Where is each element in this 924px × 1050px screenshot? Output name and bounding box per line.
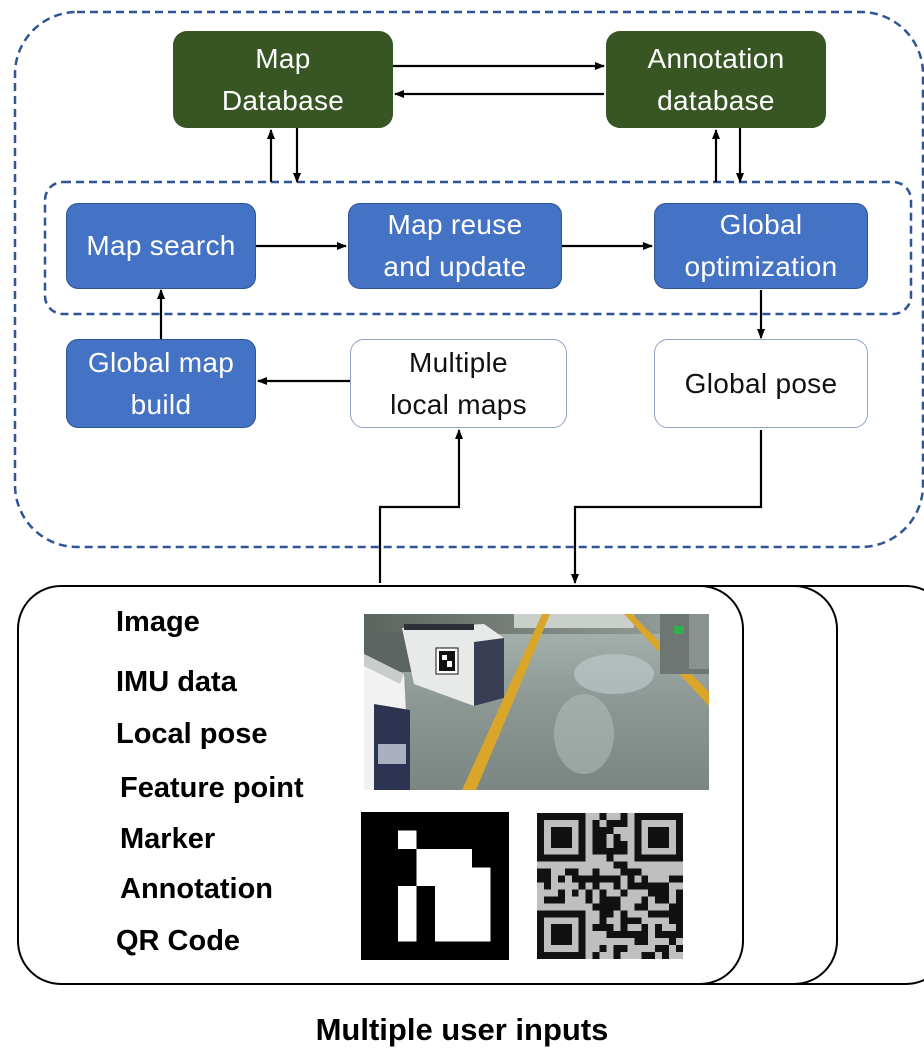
aruco-marker-icon — [361, 812, 509, 960]
map-search-box: Map search — [66, 203, 256, 289]
input-label-imu-data: IMU data — [116, 666, 237, 698]
input-label-qr-code: QR Code — [116, 925, 241, 957]
input-label-image: Image — [116, 606, 200, 638]
global-pose-box: Global pose — [654, 339, 868, 428]
map-database-box: Map Database — [173, 31, 393, 128]
annotation-database-box: Annotation database — [606, 31, 826, 128]
arrow-pose-to-user — [571, 430, 763, 584]
qr-code-icon — [537, 813, 683, 959]
server-boundary — [13, 10, 924, 549]
input-label-feature-point: Feature point — [120, 772, 304, 804]
input-label-annotation: Annotation — [120, 873, 274, 905]
caption-multiple-user-inputs: Multiple user inputs — [315, 1012, 609, 1047]
arrow-user-to-localmaps — [378, 429, 463, 583]
map-reuse-update-box: Map reuse and update — [348, 203, 562, 289]
input-label-local-pose: Local pose — [116, 718, 268, 750]
global-map-build-box: Global map build — [66, 339, 256, 428]
server-processing-boundary — [43, 180, 913, 316]
global-optimization-box: Global optimization — [654, 203, 868, 289]
input-label-marker: Marker — [120, 823, 216, 855]
multiple-local-maps-box: Multiple local maps — [350, 339, 567, 428]
factory-floor-photo — [364, 614, 709, 790]
